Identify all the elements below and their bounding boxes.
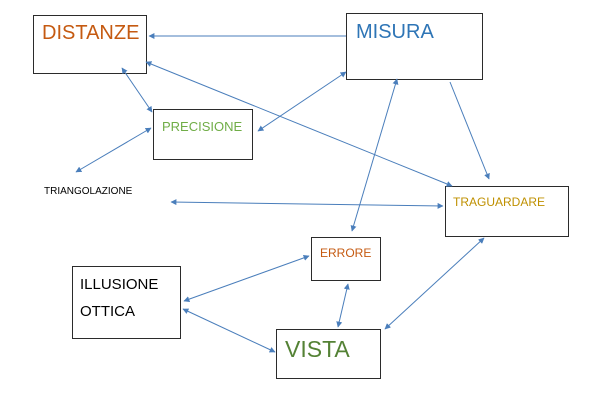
vista-label: VISTA	[285, 336, 350, 362]
arrow-misura-errore	[350, 78, 399, 232]
arrow-traguardare-vista	[384, 237, 485, 330]
arrow-distanze-precisione	[121, 67, 153, 113]
arrow-errore-illusione	[183, 255, 310, 302]
errore-node[interactable]	[311, 237, 381, 281]
arrow-errore-vista	[336, 283, 350, 328]
misura-label: MISURA	[356, 21, 434, 43]
arrow-misura-traguardare	[449, 81, 490, 180]
arrow-distanze-traguardare	[145, 61, 453, 187]
illusione-line2-label: OTTICA	[80, 303, 135, 320]
illusione-ottica-node[interactable]	[72, 266, 181, 339]
arrow-illusione-vista	[182, 308, 276, 353]
vista-node[interactable]	[276, 329, 381, 379]
traguardare-label: TRAGUARDARE	[453, 195, 546, 209]
errore-label: ERRORE	[320, 246, 372, 260]
illusione-line1-label: ILLUSIONE	[80, 276, 159, 293]
triangolazione-label[interactable]: TRIANGOLAZIONE	[44, 186, 133, 197]
traguardare-node[interactable]	[445, 186, 569, 237]
arrow-misura-precisione	[257, 71, 347, 132]
arrow-precisione-triangolazione	[75, 127, 152, 173]
distanze-label: DISTANZE	[42, 22, 140, 44]
arrow-triangolazione-traguardare	[170, 199, 444, 209]
distanze-node[interactable]	[33, 15, 147, 74]
